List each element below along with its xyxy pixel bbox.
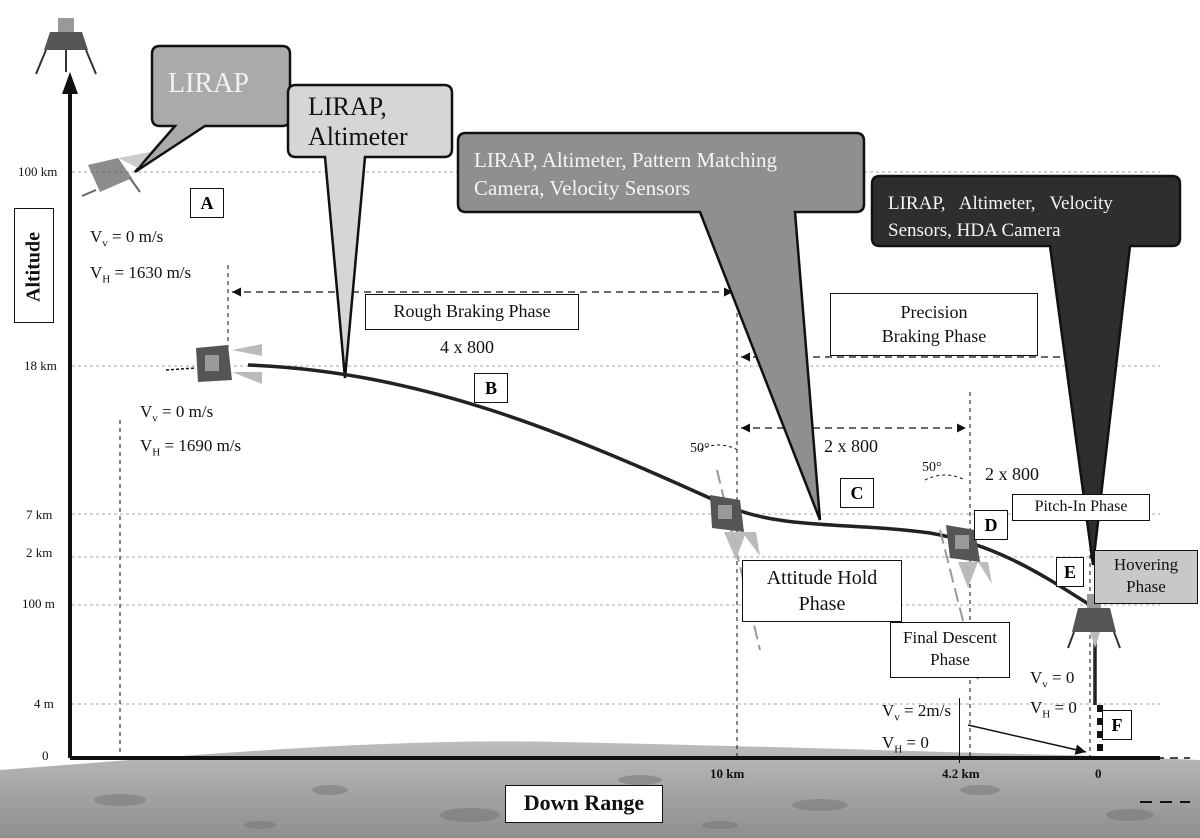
x-tick-10km: 10 km: [710, 766, 745, 781]
callout-lirap-altimeter: LIRAP, Altimeter: [308, 92, 408, 151]
y-tick-100m: 100 m: [22, 596, 55, 611]
x-axis-title: Down Range: [505, 785, 663, 823]
callout-lirap: LIRAP: [168, 68, 249, 99]
angle-label-c: 50°: [690, 441, 710, 456]
velocity-b: Vv = 0 m/s VH = 1690 m/s: [140, 402, 242, 459]
y-axis-title: Altitude: [14, 208, 54, 323]
x-tick-0: 0: [1095, 766, 1102, 781]
final-descent-phase-label: Final Descent Phase: [890, 622, 1010, 678]
lander-b-icon: [165, 344, 262, 384]
point-d-label: D: [974, 510, 1008, 540]
axes: [62, 72, 1190, 803]
callout-bubbles: [134, 44, 1182, 566]
y-tick-18km: 18 km: [24, 358, 57, 373]
point-b-label: B: [474, 373, 508, 403]
rough-braking-phase-label: Rough Braking Phase: [365, 294, 579, 330]
callout-lirap-pattern-matching: LIRAP, Altimeter, Pattern Matching Camer…: [474, 148, 778, 200]
precision-braking-distance-2: 2 x 800: [985, 464, 1039, 484]
y-tick-100km: 100 km: [18, 164, 58, 179]
y-tick-2km: 2 km: [26, 545, 53, 560]
lander-top-icon: [35, 18, 97, 75]
callout-lirap-hda-camera: LIRAP, Altimeter, Velocity Sensors, HDA …: [888, 193, 1113, 241]
pitch-in-phase-label: Pitch-In Phase: [1012, 494, 1150, 521]
y-tick-0: 0: [42, 748, 49, 763]
attitude-hold-phase-label: Attitude Hold Phase: [742, 560, 902, 622]
velocity-f: Vv = 2m/s VH = 0: [882, 698, 960, 763]
point-f-label: F: [1102, 710, 1132, 740]
point-e-label: E: [1056, 557, 1084, 587]
velocity-a: Vv = 0 m/s VH = 1630 m/s: [90, 227, 192, 286]
descent-trajectory: [247, 363, 1091, 607]
rough-braking-distance: 4 x 800: [440, 337, 494, 357]
precision-braking-phase-label: Precision Braking Phase: [830, 293, 1038, 356]
point-c-label: C: [840, 478, 874, 508]
lander-c-icon: [710, 495, 760, 560]
lander-d-icon: [946, 525, 992, 588]
y-tick-7km: 7 km: [26, 507, 53, 522]
range-arrows: [232, 287, 1086, 433]
y-tick-4m: 4 m: [34, 696, 54, 711]
velocity-e: Vv = 0 VH = 0: [1030, 668, 1077, 721]
angle-label-d: 50°: [922, 460, 942, 475]
lander-a-icon: [81, 152, 150, 197]
touchdown-pointer: [967, 724, 1087, 755]
precision-braking-distance-1: 2 x 800: [824, 436, 878, 456]
point-a-label: A: [190, 188, 224, 218]
x-tick-4-2km: 4.2 km: [942, 766, 980, 781]
hovering-phase-label: Hovering Phase: [1094, 550, 1198, 604]
